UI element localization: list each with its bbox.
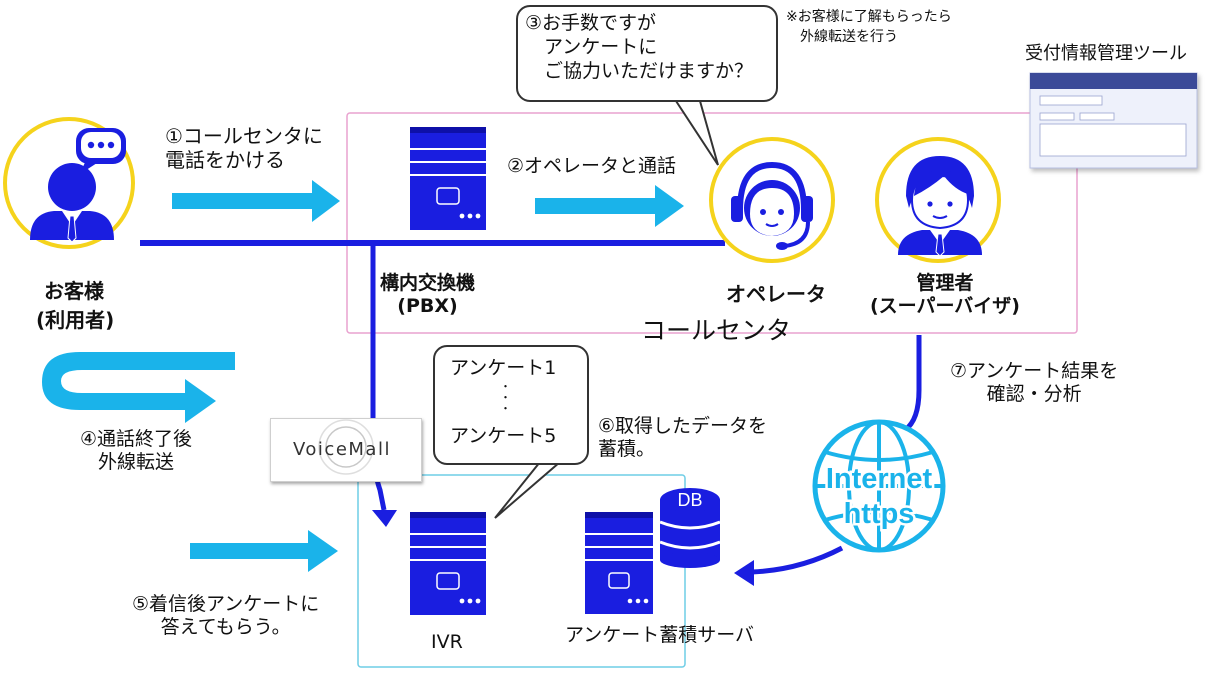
pbx-label: 構内交換機 (PBX)	[380, 272, 476, 317]
voicemall-label: VoiceMall	[293, 439, 391, 460]
admin-node	[875, 137, 1001, 263]
speech-bubble-tail	[675, 100, 719, 166]
tool-label: 受付情報管理ツール	[1025, 43, 1187, 64]
step5-label: ⑤着信後アンケートに 答えてもらう。	[132, 593, 320, 638]
operator-label: オペレータ	[726, 282, 826, 306]
internet-server-line	[751, 545, 844, 575]
operator-node	[709, 137, 835, 263]
customer-node	[3, 117, 135, 249]
arrow-step1	[172, 180, 340, 222]
survey-system-region	[357, 474, 686, 668]
ivr-server-icon	[410, 512, 486, 615]
call-center-label: コールセンタ	[641, 316, 792, 345]
survey-server-icon	[585, 512, 653, 614]
internet-server-arrowhead	[734, 560, 754, 586]
admin-label: 管理者 (スーパーバイザ)	[870, 272, 1020, 317]
step6-label: ⑥取得したデータを 蓄積。	[598, 415, 768, 460]
step7-label: ⑦アンケート結果を 確認・分析	[950, 360, 1119, 405]
internet-globe-icon	[812, 419, 946, 553]
survey-item-dots: ・ ・ ・	[500, 380, 511, 415]
step2-label: ②オペレータと通話	[507, 155, 677, 177]
arrow-step5	[190, 530, 338, 572]
pbx-server-icon	[410, 127, 486, 230]
survey-item-last: アンケート5	[450, 425, 557, 447]
step4-label: ④通話終了後 外線転送	[80, 428, 193, 473]
database-icon	[659, 488, 721, 568]
management-tool-window	[1029, 72, 1198, 169]
customer-name: お客様	[44, 279, 104, 303]
speech-bubble	[516, 5, 778, 102]
customer-sub: (利用者)	[36, 308, 115, 332]
survey-bubble	[433, 345, 589, 465]
ivr-label: IVR	[431, 631, 463, 653]
https-label: https	[844, 498, 915, 530]
pbx-ivr-arrowhead	[372, 510, 397, 527]
survey-bubble-tail	[494, 461, 561, 519]
call-center-region	[346, 112, 1078, 334]
admin-internet-line	[903, 335, 922, 433]
arrow-step2	[535, 185, 684, 227]
internet-label: Internet	[826, 463, 933, 495]
db-label: DB	[677, 490, 702, 510]
voicemall-rings	[318, 419, 374, 475]
survey-server-label: アンケート蓄積サーバ	[565, 624, 755, 646]
step3-note: ※お客様に了解もらったら 外線転送を行う	[786, 9, 952, 45]
arrow-step4	[42, 352, 235, 423]
step1-label: ①コールセンタに 電話をかける	[165, 124, 323, 172]
step3-label: ③お手数ですが アンケートに ご協力いただけますか？	[525, 12, 754, 82]
voicemall-logo: VoiceMall	[270, 418, 422, 482]
survey-item-first: アンケート1	[450, 357, 557, 379]
